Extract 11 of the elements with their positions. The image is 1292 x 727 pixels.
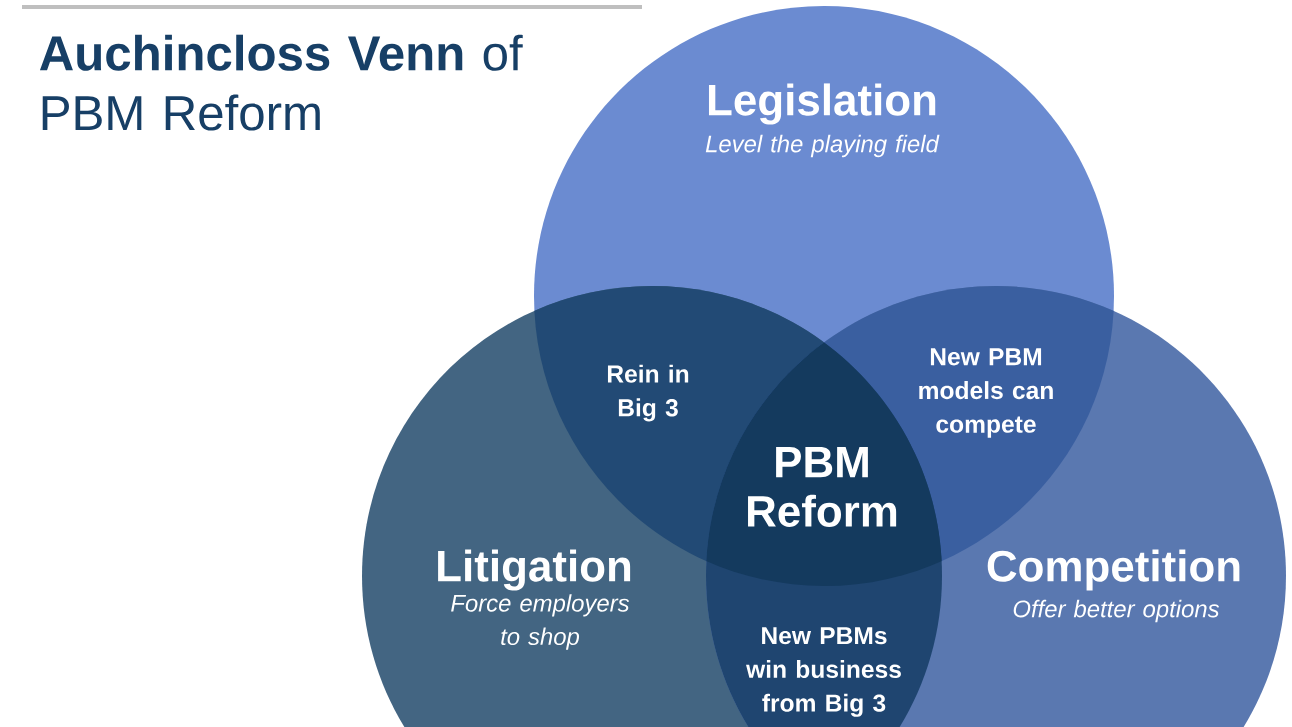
circle-heading: Legislation: [709, 83, 936, 125]
circle-subtitle: Level the playing field: [705, 134, 940, 158]
circle-subtitle: Force employers to shop: [451, 594, 630, 650]
center-label: PBM Reform: [748, 447, 897, 527]
overlap-label: Rein in Big 3: [607, 364, 689, 422]
circle-heading: Competition: [987, 549, 1240, 591]
overlap-label: New PBMs win business from Big 3: [746, 627, 901, 717]
circle-subtitle: Offer better options: [1013, 599, 1220, 623]
overlap-label: New PBM models can compete: [919, 348, 1053, 438]
circle-heading: Litigation: [438, 549, 631, 591]
title: Auchincloss Venn of PBM Reform: [39, 34, 523, 131]
